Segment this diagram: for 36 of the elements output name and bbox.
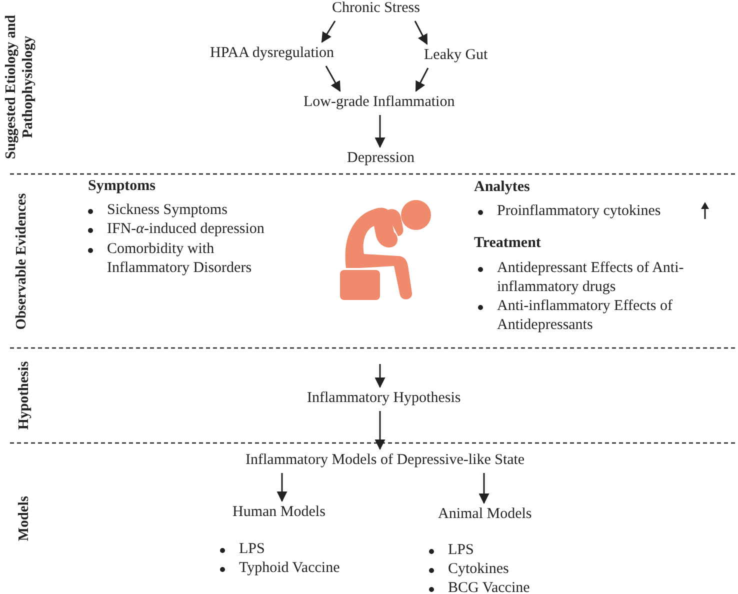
- flow-text: Human Models: [232, 503, 326, 522]
- flow-text: Leaky Gut: [424, 46, 488, 65]
- flow-text: Chronic Stress: [332, 0, 420, 18]
- arrow: [374, 411, 386, 450]
- list-item: Typhoid Vaccine: [239, 559, 340, 578]
- section-title: Observable Evidences: [14, 192, 30, 332]
- section-title: Models: [16, 494, 32, 543]
- subheading: Treatment: [474, 234, 541, 253]
- list-item: IFN-α-induced depression: [107, 220, 264, 239]
- flow-text: Animal Models: [438, 505, 532, 524]
- section-title: Hypothesis: [16, 360, 32, 432]
- flow-text: HPAA dysregulation: [210, 44, 334, 63]
- list-item: Antidepressant Effects of Anti-inflammatory drugs: [497, 259, 685, 297]
- arrow: [276, 473, 288, 502]
- subheading: Analytes: [474, 178, 530, 197]
- list-item: Sickness Symptoms: [107, 201, 228, 220]
- list-item: Proinflammatory cytokines: [497, 202, 661, 221]
- subheading: Symptoms: [88, 177, 156, 196]
- flow-text: Depression: [347, 149, 414, 168]
- list-item: LPS: [239, 540, 265, 559]
- arrow: [414, 20, 428, 45]
- arrow: [325, 66, 341, 92]
- list-item: LPS: [448, 541, 474, 560]
- arrow: [374, 115, 386, 148]
- arrow: [478, 473, 490, 504]
- list-item: BCG Vaccine: [448, 579, 530, 594]
- list-item: Comorbidity with Inflammatory Disorders: [107, 240, 253, 278]
- arrow: [374, 364, 386, 388]
- list-item: Cytokines: [448, 560, 509, 579]
- arrow: [321, 20, 336, 43]
- flow-text: Inflammatory Hypothesis: [307, 389, 461, 408]
- section-title: Suggested Etiology and Pathophysiology: [3, 14, 37, 162]
- arrow: [415, 68, 429, 92]
- flow-text: Low-grade Inflammation: [304, 93, 455, 112]
- flow-text: Inflammatory Models of Depressive-like State: [246, 451, 525, 470]
- list-item: Anti-inflammatory Effects of Antidepressants: [497, 297, 674, 335]
